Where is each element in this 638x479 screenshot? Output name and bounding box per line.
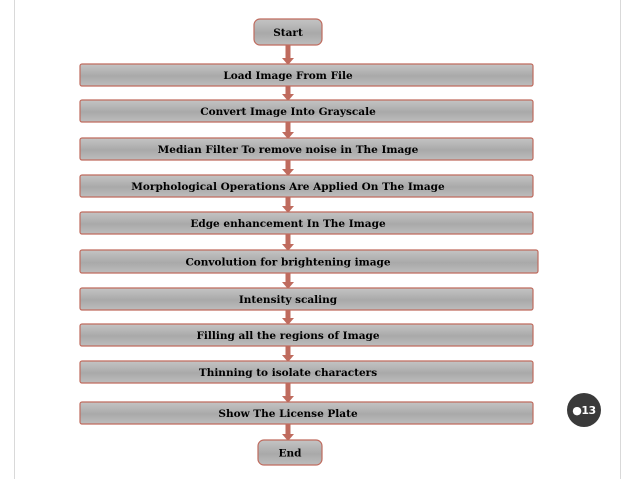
connectors (282, 45, 294, 441)
arrow-head (282, 206, 294, 213)
step-box-10 (79, 401, 534, 425)
step-label-3: Median Filter To remove noise in The Ima… (158, 144, 419, 156)
step-box-4 (79, 174, 534, 198)
arrow-head (282, 244, 294, 251)
frame-line-left (14, 0, 15, 479)
step-box-1 (79, 63, 534, 87)
arrow-head (282, 434, 294, 441)
arrow-head (282, 396, 294, 403)
arrow-head (282, 94, 294, 101)
step-label-7: Intensity scaling (239, 294, 338, 306)
step-box-2 (79, 99, 534, 123)
step-label-5: Edge enhancement In The Image (190, 218, 386, 230)
step-box-9 (79, 360, 534, 384)
step-box-8 (79, 323, 534, 347)
step-label-4: Morphological Operations Are Applied On … (131, 181, 445, 193)
step-box-6 (79, 249, 539, 274)
step-label-1: Load Image From File (223, 70, 353, 82)
arrow-head (282, 318, 294, 325)
step-box-7 (79, 287, 534, 311)
step-label-10: Show The License Plate (218, 408, 358, 420)
step-label-6: Convolution for brightening image (185, 257, 390, 269)
arrow-head (282, 58, 294, 65)
frame-line-right (620, 0, 621, 479)
start-label: Start (273, 27, 303, 39)
step-box-3 (79, 137, 534, 161)
start-box (253, 18, 323, 46)
end-label: End (279, 448, 303, 460)
arrow-head (282, 355, 294, 362)
arrow-head (282, 132, 294, 139)
step-label-8: Filling all the regions of Image (196, 330, 379, 342)
slide-number-badge: ●13 (567, 393, 601, 427)
step-box-5 (79, 211, 534, 235)
arrow-head (282, 282, 294, 289)
end-box (257, 439, 323, 466)
arrow-head (282, 169, 294, 176)
step-label-2: Convert Image Into Grayscale (200, 106, 376, 118)
step-label-9: Thinning to isolate characters (199, 367, 377, 379)
